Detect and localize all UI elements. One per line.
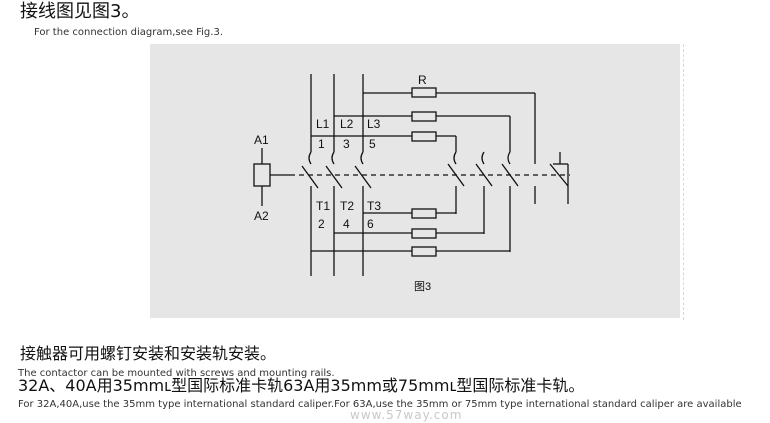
switch-blade-3: [354, 165, 372, 189]
main-contact-1: [308, 151, 312, 165]
label-a2: A2: [254, 209, 269, 223]
label-4: 4: [343, 217, 350, 231]
label-l2: L2: [340, 117, 354, 131]
watermark: www.57way.com: [350, 408, 463, 422]
resistor-lower-3: [411, 246, 437, 257]
label-a1: A1: [254, 133, 269, 147]
wiring-diagram-svg: R A1 A2 L1 L2 L3 1 3 5 T1 T2 T3 2 4 6 图3: [253, 73, 570, 293]
mounting-title-en: The contactor can be mounted with screws…: [18, 368, 335, 379]
label-1: 1: [318, 137, 325, 151]
resistor-lower-1: [411, 208, 437, 219]
resistor-lower-2: [411, 228, 437, 239]
figure-caption: 图3: [414, 280, 431, 293]
divider: [683, 44, 685, 320]
coil-symbol: [253, 163, 271, 187]
label-t1: T1: [316, 199, 330, 213]
label-2: 2: [318, 217, 325, 231]
label-t3: T3: [367, 199, 381, 213]
label-l3: L3: [367, 117, 381, 131]
mounting-title-cn: 接触器可用螺钉安装和安装轨安装。: [20, 344, 277, 363]
label-5: 5: [369, 137, 376, 151]
wiring-diagram: R A1 A2 L1 L2 L3 1 3 5 T1 T2 T3 2 4 6 图3: [150, 44, 680, 318]
resistor-upper-2: [411, 111, 437, 122]
resistor-r: [411, 87, 437, 98]
switch-blade-2: [325, 165, 343, 189]
label-l1: L1: [316, 117, 330, 131]
rail-spec-cn: 32A、40A用35mmⳑ型国际标准卡轨63A用35mm或75mmⳑ型国际标准卡…: [18, 376, 585, 395]
switch-blade-1: [301, 165, 319, 189]
main-contact-2: [331, 151, 335, 165]
heading-cn: 接线图见图3。: [20, 1, 140, 22]
label-t2: T2: [340, 199, 354, 213]
heading-en: For the connection diagram,see Fig.3.: [34, 27, 223, 38]
rail-spec-en: For 32A,40A,use the 35mm type internatio…: [18, 399, 742, 410]
label-3: 3: [343, 137, 350, 151]
label-6: 6: [367, 217, 374, 231]
label-r: R: [418, 73, 427, 87]
main-contact-3: [360, 151, 364, 165]
resistor-upper-3: [411, 131, 437, 142]
